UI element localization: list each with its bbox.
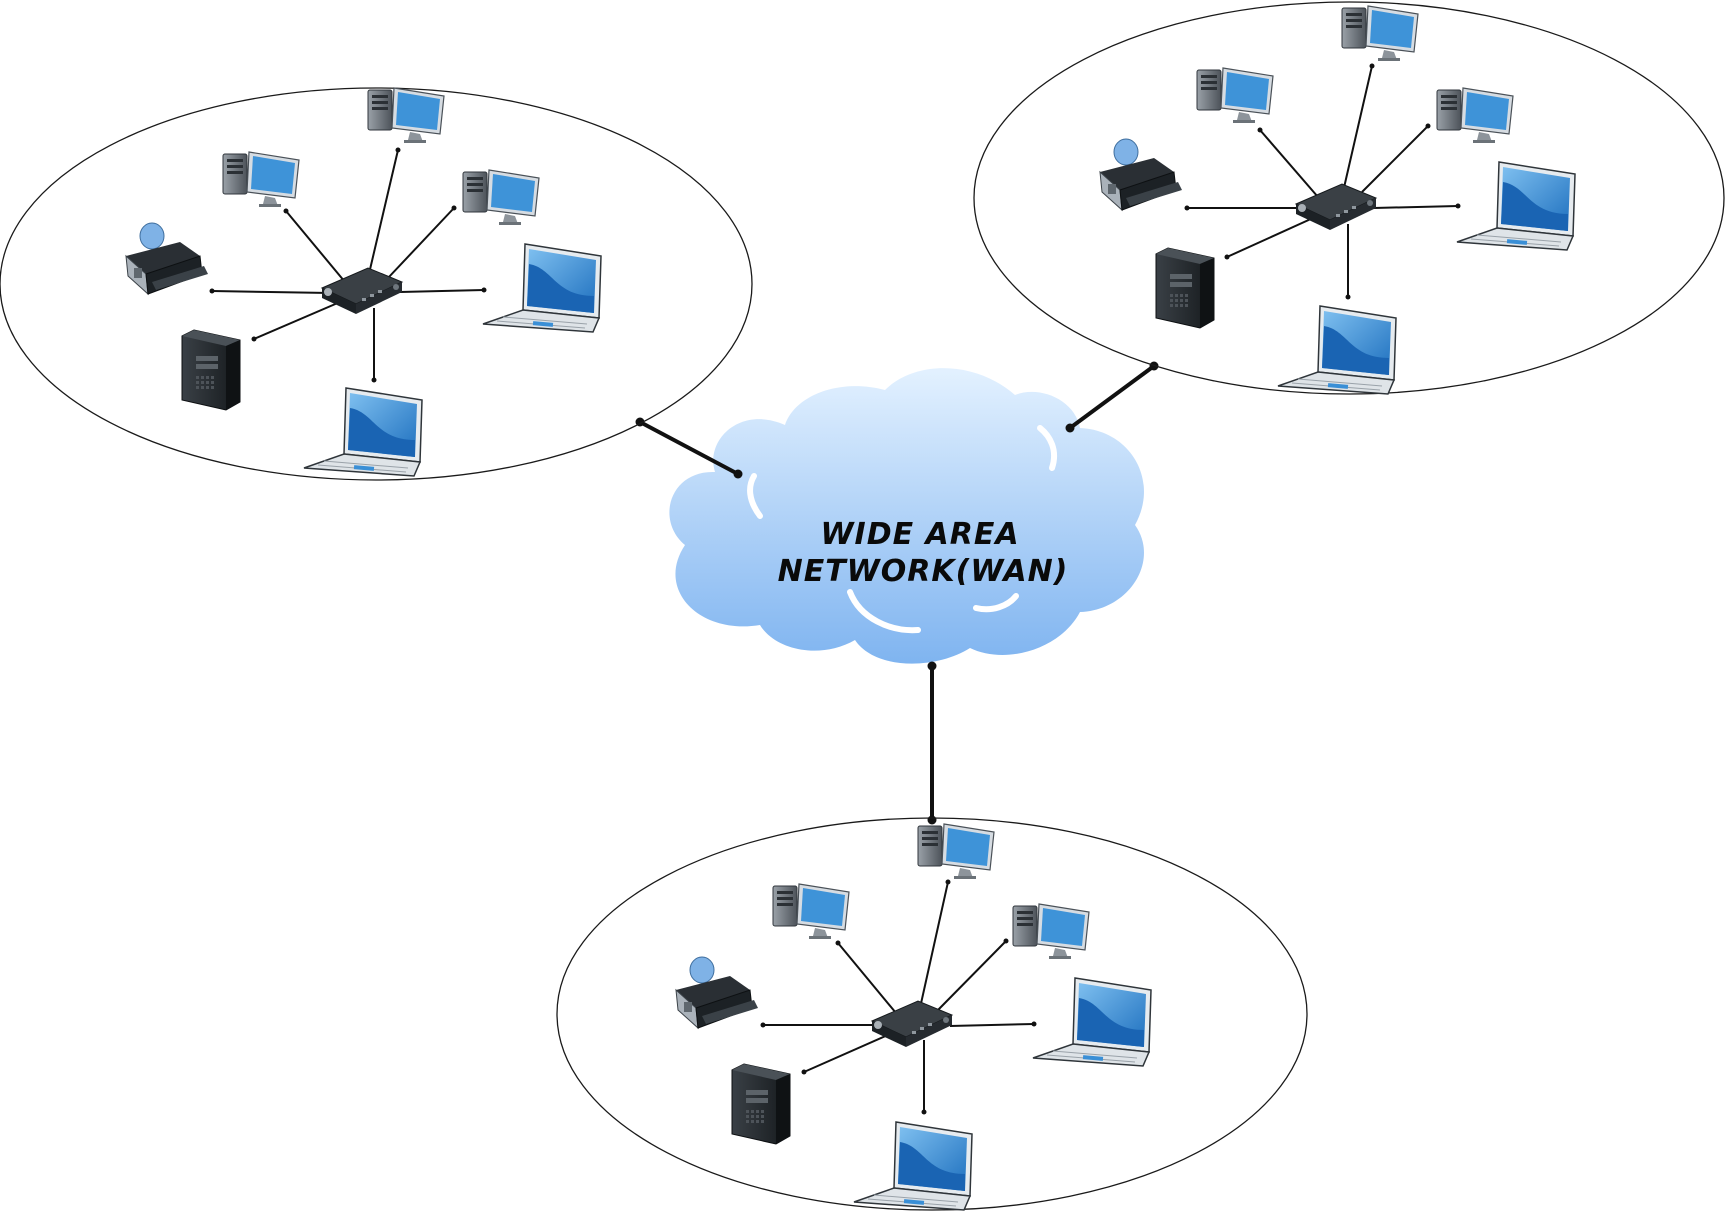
printer-icon bbox=[1099, 138, 1183, 211]
desktop-computer-icon bbox=[1012, 903, 1090, 960]
lan-bottom bbox=[556, 817, 1308, 1211]
lan-links bbox=[760, 879, 1037, 1115]
lan-links bbox=[209, 147, 487, 383]
lan-top-left bbox=[0, 87, 753, 481]
server-tower-icon bbox=[181, 329, 241, 411]
wan-link-top-right bbox=[1065, 361, 1159, 433]
server-tower-icon bbox=[1155, 247, 1215, 329]
laptop-icon bbox=[853, 1121, 973, 1211]
lan-top-right bbox=[973, 1, 1725, 395]
laptop-icon bbox=[1277, 305, 1397, 395]
desktop-computer-icon bbox=[222, 151, 300, 208]
printer-icon bbox=[125, 222, 209, 295]
lan-boundary bbox=[556, 817, 1308, 1211]
desktop-computer-icon bbox=[1436, 87, 1514, 144]
printer-icon bbox=[675, 956, 759, 1029]
desktop-computer-icon bbox=[367, 87, 445, 144]
desktop-computer-icon bbox=[1341, 5, 1419, 62]
lan-boundary bbox=[973, 1, 1725, 395]
wan-cloud bbox=[669, 368, 1144, 664]
desktop-computer-icon bbox=[772, 883, 850, 940]
wan-label-line1: WIDE AREA bbox=[820, 517, 1019, 552]
server-tower-icon bbox=[731, 1063, 791, 1145]
wan-link-bottom bbox=[927, 661, 937, 825]
laptop-icon bbox=[1456, 161, 1576, 251]
lan-boundary bbox=[0, 87, 753, 481]
laptop-icon bbox=[1032, 977, 1152, 1067]
desktop-computer-icon bbox=[1196, 67, 1274, 124]
desktop-computer-icon bbox=[917, 823, 995, 880]
laptop-icon bbox=[482, 243, 602, 333]
wan-label-line2: NETWORK(WAN) bbox=[778, 554, 1069, 589]
lan-links bbox=[1184, 63, 1461, 300]
desktop-computer-icon bbox=[462, 169, 540, 226]
laptop-icon bbox=[303, 387, 423, 477]
